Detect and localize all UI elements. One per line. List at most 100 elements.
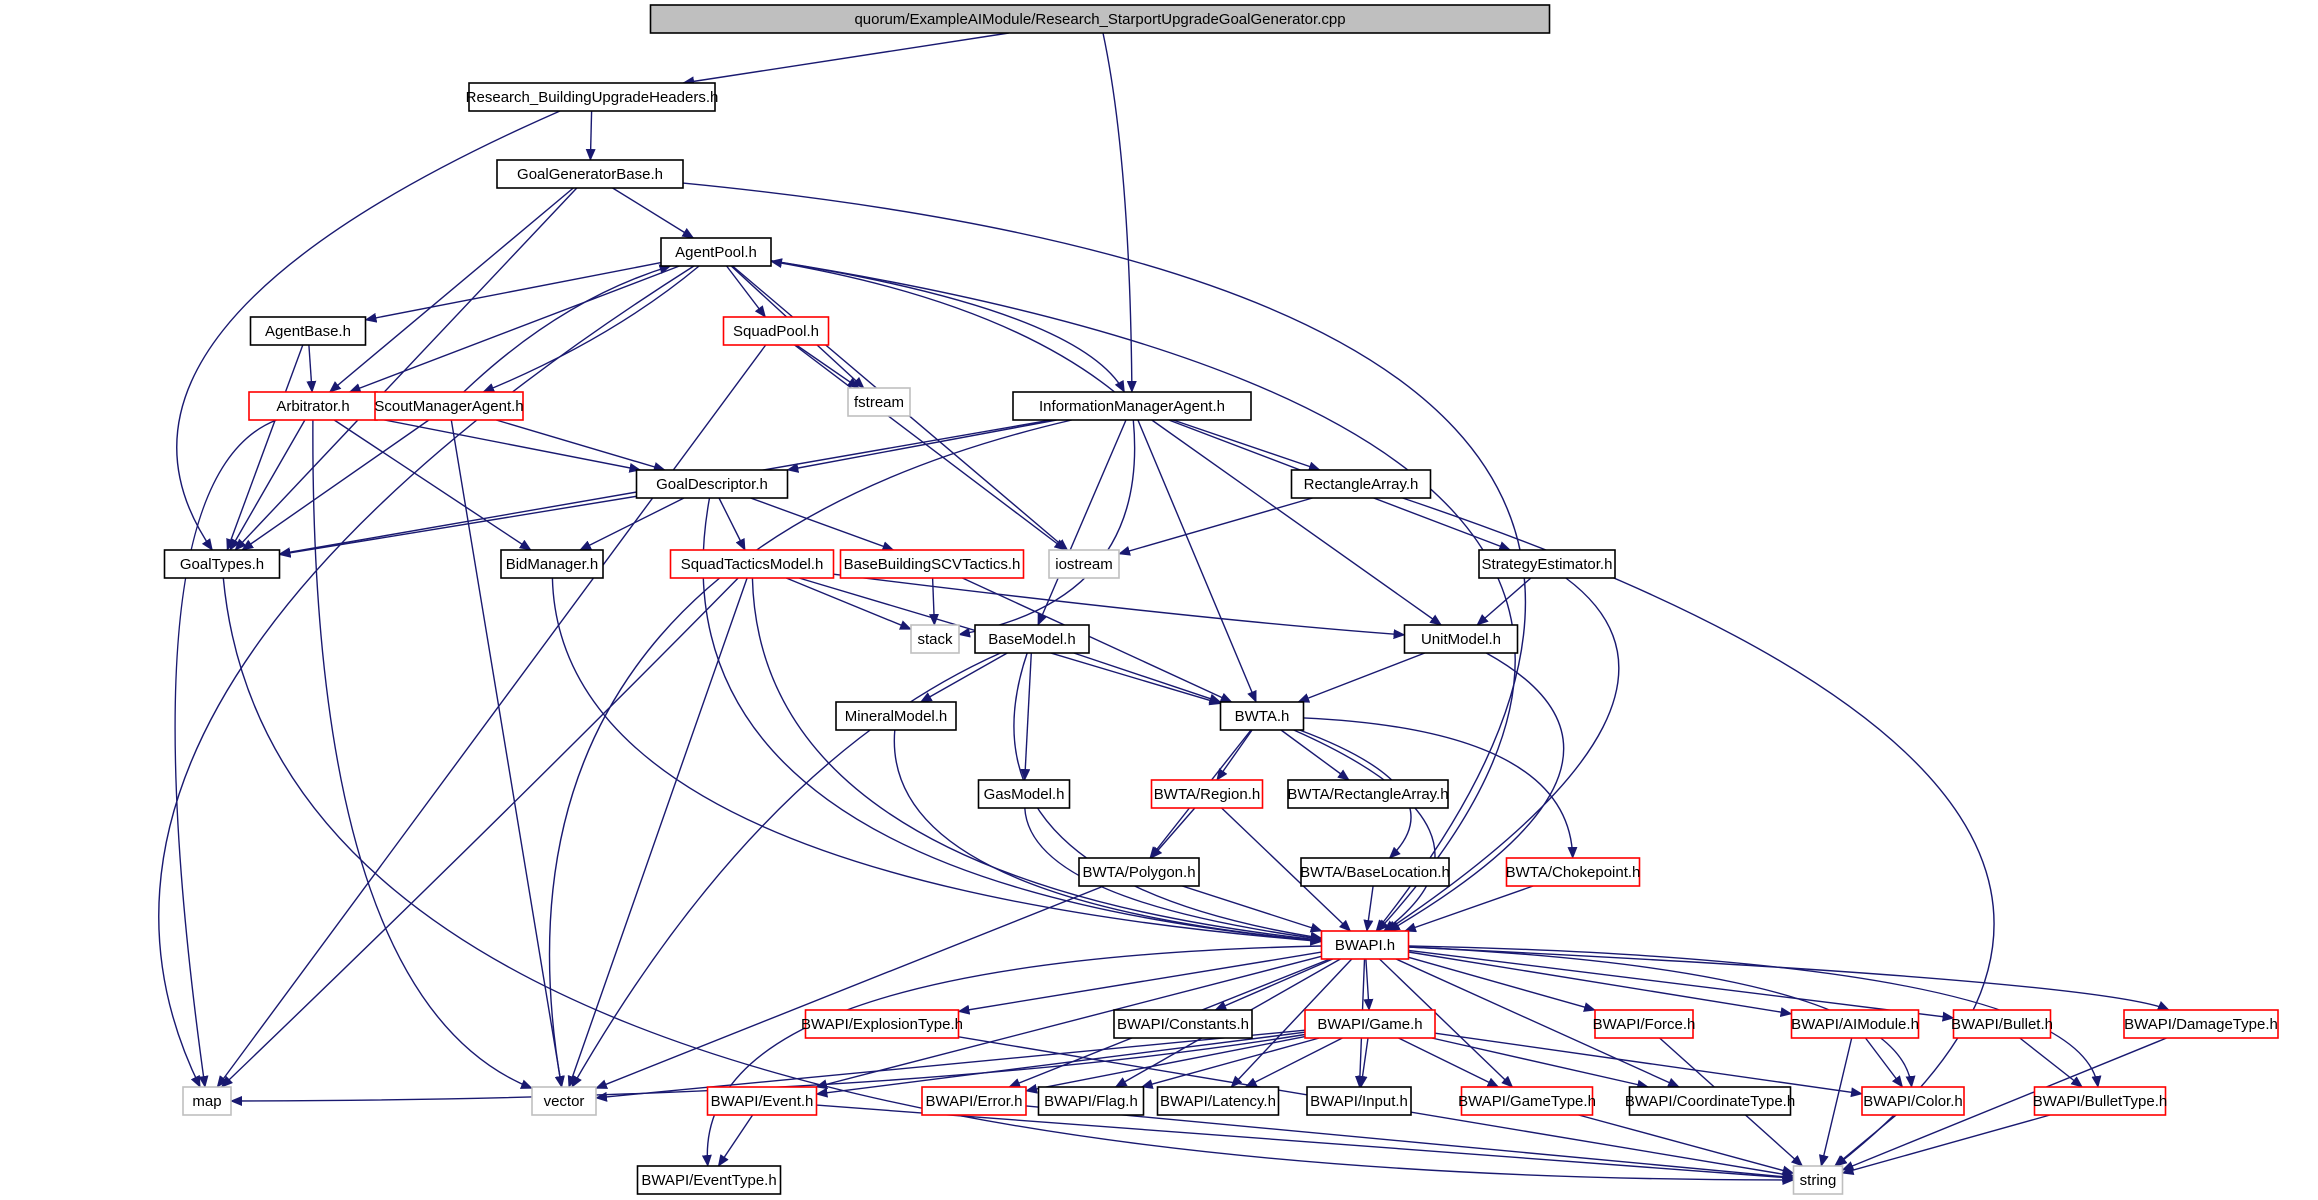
node-game[interactable]: BWAPI/Game.h	[1304, 1009, 1436, 1039]
node-label-bidmgr: BidManager.h	[506, 556, 599, 573]
edge-infomgr-to-basemodel	[1037, 419, 1127, 626]
node-goaldesc[interactable]: GoalDescriptor.h	[635, 469, 789, 499]
edge-bwta-to-bwta_rect	[1280, 729, 1350, 781]
node-box-arbitrator	[248, 391, 378, 421]
edge-agentbase-to-goaltypes	[226, 344, 304, 551]
node-latency[interactable]: BWAPI/Latency.h	[1156, 1086, 1280, 1116]
edge-agentpool-to-scoutmgr	[482, 265, 700, 393]
node-box-goalgenbase	[496, 159, 684, 189]
edge-arbitrator-to-bidmgr	[333, 419, 532, 551]
node-coordtype[interactable]: BWAPI/CoordinateType.h	[1625, 1086, 1795, 1116]
node-box-input	[1306, 1086, 1412, 1116]
node-box-map	[182, 1086, 232, 1116]
node-arbitrator[interactable]: Arbitrator.h	[248, 391, 378, 421]
edge-arbitrator-to-goaltypes	[229, 419, 306, 551]
edge-infomgr-to-agentpool	[770, 258, 1116, 393]
node-label-bwta: BWTA.h	[1235, 708, 1290, 725]
node-infomgr[interactable]: InformationManagerAgent.h	[1012, 391, 1252, 421]
node-unitmodel[interactable]: UnitModel.h	[1403, 624, 1519, 654]
node-bwta_region[interactable]: BWTA/Region.h	[1150, 779, 1264, 809]
node-bwta_rect[interactable]: BWTA/RectangleArray.h	[1287, 779, 1449, 809]
node-squadtactics[interactable]: SquadTacticsModel.h	[669, 549, 835, 579]
node-box-eventtype	[636, 1165, 782, 1195]
node-box-aimodule	[1790, 1009, 1920, 1039]
edge-infomgr-to-stack	[958, 419, 1136, 638]
edge-scoutmgr-to-goaldesc	[496, 419, 666, 472]
edge-agentpool-to-squadpool	[726, 265, 767, 318]
node-box-agentbase	[249, 316, 367, 346]
node-goalgenbase[interactable]: GoalGeneratorBase.h	[496, 159, 684, 189]
node-label-agentpool: AgentPool.h	[675, 244, 757, 261]
node-color[interactable]: BWAPI/Color.h	[1861, 1086, 1965, 1116]
node-vector: vector	[531, 1086, 597, 1116]
node-rectarray[interactable]: RectangleArray.h	[1290, 469, 1432, 499]
node-root[interactable]: quorum/ExampleAIModule/Research_Starport…	[649, 4, 1551, 34]
node-bwta_choke[interactable]: BWTA/Chokepoint.h	[1506, 857, 1641, 887]
node-label-bwta_rect: BWTA/RectangleArray.h	[1287, 786, 1448, 803]
edge-aimodule-to-string	[1818, 1037, 1853, 1167]
edge-squadtactics-to-vector	[567, 577, 748, 1088]
edge-bwapi-to-game	[1363, 958, 1374, 1011]
node-scoutmgr[interactable]: ScoutManagerAgent.h	[374, 391, 524, 421]
node-box-goaltypes	[163, 549, 281, 579]
node-research_bu[interactable]: Research_BuildingUpgradeHeaders.h	[466, 82, 719, 112]
node-bullettype[interactable]: BWAPI/BulletType.h	[2033, 1086, 2168, 1116]
node-box-infomgr	[1012, 391, 1252, 421]
edge-basemodel-to-gasmodel	[1020, 652, 1032, 781]
node-strategy[interactable]: StrategyEstimator.h	[1478, 549, 1616, 579]
node-input[interactable]: BWAPI/Input.h	[1306, 1086, 1412, 1116]
node-box-bidmgr	[500, 549, 604, 579]
edge-mineral-to-bwapi	[893, 729, 1323, 945]
node-box-strategy	[1478, 549, 1616, 579]
edge-damagetype-to-string	[1841, 1037, 2167, 1171]
node-bidmgr[interactable]: BidManager.h	[500, 549, 604, 579]
node-damagetype[interactable]: BWAPI/DamageType.h	[2123, 1009, 2279, 1039]
node-error[interactable]: BWAPI/Error.h	[921, 1086, 1027, 1116]
node-fstream: fstream	[847, 387, 911, 417]
node-label-agentbase: AgentBase.h	[265, 323, 351, 340]
node-box-latency	[1156, 1086, 1280, 1116]
edge-agentpool-to-agentbase	[364, 261, 662, 323]
node-box-explosion	[804, 1009, 960, 1039]
node-agentbase[interactable]: AgentBase.h	[249, 316, 367, 346]
edge-goalgenbase-to-arbitrator	[328, 187, 574, 393]
node-box-research_bu	[468, 82, 716, 112]
node-explosion[interactable]: BWAPI/ExplosionType.h	[801, 1009, 963, 1039]
node-gametype[interactable]: BWAPI/GameType.h	[1458, 1086, 1596, 1116]
node-label-stack: stack	[917, 631, 953, 648]
node-bwapi[interactable]: BWAPI.h	[1320, 930, 1410, 960]
node-goaltypes[interactable]: GoalTypes.h	[163, 549, 281, 579]
edges-layer	[158, 32, 2170, 1185]
node-string: string	[1792, 1165, 1844, 1195]
node-force[interactable]: BWAPI/Force.h	[1593, 1009, 1696, 1039]
node-label-research_bu: Research_BuildingUpgradeHeaders.h	[466, 89, 719, 106]
node-bullet[interactable]: BWAPI/Bullet.h	[1951, 1009, 2053, 1039]
node-label-squadtactics: SquadTacticsModel.h	[681, 556, 824, 573]
edge-scoutmgr-to-agentpool	[463, 264, 672, 393]
node-flag[interactable]: BWAPI/Flag.h	[1037, 1086, 1145, 1116]
node-bwta_polygon[interactable]: BWTA/Polygon.h	[1078, 857, 1200, 887]
node-event[interactable]: BWAPI/Event.h	[706, 1086, 818, 1116]
edge-bwta-to-bwapi	[1293, 729, 1436, 932]
edge-game-to-input	[1357, 1037, 1369, 1088]
edge-color-to-string	[1834, 1114, 1897, 1167]
edge-event-to-string	[816, 1104, 1795, 1183]
node-basemodel[interactable]: BaseModel.h	[974, 624, 1090, 654]
node-basebuilding[interactable]: BaseBuildingSCVTactics.h	[839, 549, 1025, 579]
node-label-map: map	[192, 1093, 221, 1110]
edge-error-to-string	[1025, 1105, 1795, 1182]
node-mineral[interactable]: MineralModel.h	[835, 701, 957, 731]
node-gasmodel[interactable]: GasModel.h	[977, 779, 1071, 809]
node-constants[interactable]: BWAPI/Constants.h	[1113, 1009, 1253, 1039]
node-label-bullettype: BWAPI/BulletType.h	[2033, 1093, 2168, 1110]
edge-arbitrator-to-map	[174, 419, 277, 1088]
node-eventtype[interactable]: BWAPI/EventType.h	[636, 1165, 782, 1195]
edge-infomgr-to-unitmodel	[1151, 419, 1443, 626]
node-label-constants: BWAPI/Constants.h	[1117, 1016, 1249, 1033]
node-bwta[interactable]: BWTA.h	[1219, 701, 1305, 731]
node-agentpool[interactable]: AgentPool.h	[660, 237, 772, 267]
edge-game-to-coordtype	[1431, 1037, 1650, 1090]
node-aimodule[interactable]: BWAPI/AIModule.h	[1790, 1009, 1920, 1039]
node-squadpool[interactable]: SquadPool.h	[722, 316, 830, 346]
node-bwta_baseloc[interactable]: BWTA/BaseLocation.h	[1300, 857, 1450, 887]
